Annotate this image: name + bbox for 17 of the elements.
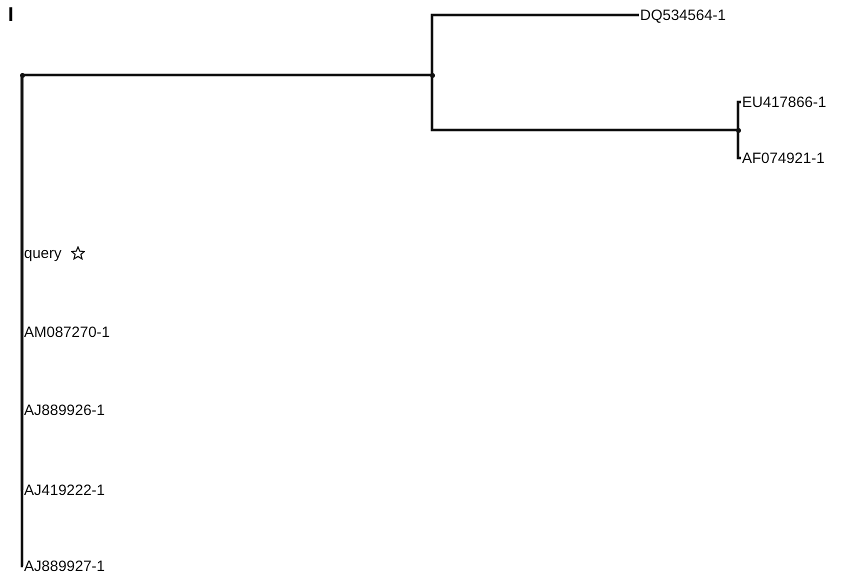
panel-letter: I <box>8 4 14 27</box>
taxon-label: DQ534564-1 <box>640 6 726 24</box>
taxon-label: query <box>24 244 62 262</box>
branch-point <box>20 72 24 78</box>
branch-point <box>430 72 434 78</box>
taxon-label: AJ889926-1 <box>24 402 105 418</box>
taxon-label: AJ889927-1 <box>24 558 105 574</box>
tree-branch <box>736 100 741 130</box>
tree-branch <box>430 14 639 75</box>
tree-branch <box>736 130 741 160</box>
branch-point <box>736 128 740 132</box>
tree-branch <box>20 75 24 568</box>
taxon-label: AM087270-1 <box>24 324 110 340</box>
taxon-label: AJ419222-1 <box>24 482 105 498</box>
taxon-label: EU417866-1 <box>742 94 826 110</box>
tree-branch <box>430 75 738 132</box>
taxon-label: AF074921-1 <box>742 150 825 166</box>
